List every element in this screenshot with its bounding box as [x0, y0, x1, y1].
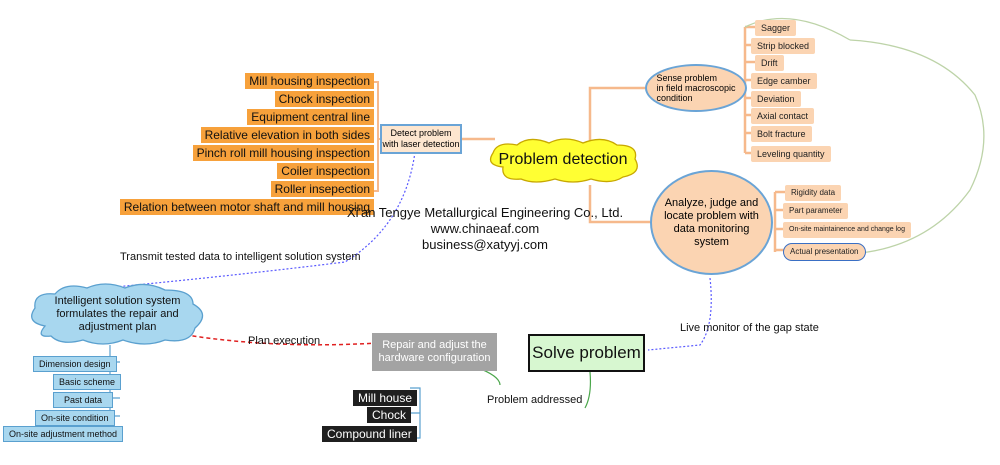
edge-label-transmit: Transmit tested data to intelligent solu…: [120, 251, 361, 263]
intelligent-cloud-shape: [31, 283, 204, 345]
detect-item[interactable]: Pinch roll mill housing inspection: [192, 145, 374, 161]
detect-item[interactable]: Relation between motor shaft and mill ho…: [119, 199, 374, 215]
sense-node-label: Sense problem in field macroscopic condi…: [656, 73, 736, 103]
analyze-item-rigidity[interactable]: Rigidity data: [785, 185, 842, 201]
sense-item-axial-contact[interactable]: Axial contact: [751, 108, 815, 124]
company-email[interactable]: business@xatyyj.com: [422, 237, 548, 252]
sense-item-deviation[interactable]: Deviation: [751, 91, 801, 107]
company-info: Xi'an Tengye Metallurgical Engineering C…: [320, 205, 650, 253]
intelligent-item-dimension-design[interactable]: Dimension design: [33, 356, 117, 372]
intelligent-item-onsite-condition[interactable]: On-site condition: [35, 410, 115, 426]
sense-item-strip-blocked[interactable]: Strip blocked: [751, 38, 816, 54]
detect-items: Mill housing inspection Chock inspection…: [119, 73, 374, 215]
detect-item[interactable]: Mill housing inspection: [245, 73, 374, 89]
company-website[interactable]: www.chinaeaf.com: [430, 221, 540, 236]
intelligent-item-past-data[interactable]: Past data: [53, 392, 114, 408]
detect-item[interactable]: Chock inspection: [274, 91, 374, 107]
solve-node[interactable]: Solve problem: [528, 334, 645, 372]
analyze-item-maintainence-log[interactable]: On-site maintainence and change log: [783, 222, 911, 238]
repair-node[interactable]: Repair and adjust the hardware configura…: [372, 333, 497, 371]
analyze-node-label: Analyze, judge and locate problem with d…: [664, 196, 759, 248]
sense-node[interactable]: Sense problem in field macroscopic condi…: [645, 64, 747, 112]
edge-label-live: Live monitor of the gap state: [680, 322, 819, 334]
detect-item[interactable]: Roller insepection: [270, 181, 374, 197]
intelligent-item-basic-scheme[interactable]: Basic scheme: [53, 374, 122, 390]
sense-item-drift[interactable]: Drift: [755, 55, 784, 71]
analyze-item-actual-presentation[interactable]: Actual presentation: [783, 243, 866, 261]
intelligent-item-onsite-adjustment[interactable]: On-site adjustment method: [3, 426, 124, 442]
solve-node-label: Solve problem: [532, 343, 641, 362]
repair-node-label: Repair and adjust the hardware configura…: [378, 339, 491, 364]
analyze-item-part-parameter[interactable]: Part parameter: [783, 203, 849, 219]
analyze-node[interactable]: Analyze, judge and locate problem with d…: [650, 170, 773, 275]
detect-node-label: Detect problem with laser detection: [382, 128, 460, 149]
edge-label-plan: Plan execution: [248, 335, 321, 347]
intelligent-node[interactable]: Intelligent solution system formulates t…: [25, 282, 210, 346]
repair-item-mill-house[interactable]: Mill house: [353, 390, 418, 406]
intelligent-node-label: Intelligent solution system formulates t…: [54, 294, 181, 333]
sense-item-bolt-fracture[interactable]: Bolt fracture: [751, 126, 812, 142]
central-topic-label: Problem detection: [498, 151, 628, 168]
detect-node[interactable]: Detect problem with laser detection: [380, 124, 462, 154]
detect-item[interactable]: Equipment central line: [247, 109, 374, 125]
detect-item[interactable]: Relative elevation in both sides: [200, 127, 374, 143]
sense-item-sagger[interactable]: Sagger: [755, 20, 797, 36]
sense-item-leveling-quantity[interactable]: Leveling quantity: [751, 146, 831, 162]
company-name: Xi'an Tengye Metallurgical Engineering C…: [346, 205, 624, 220]
detect-item[interactable]: Coiler inspection: [277, 163, 374, 179]
repair-item-chock[interactable]: Chock: [367, 407, 412, 423]
repair-item-compound-liner[interactable]: Compound liner: [322, 426, 417, 442]
edge-label-addressed: Problem addressed: [487, 394, 583, 406]
central-cloud-shape: [489, 138, 638, 183]
central-topic[interactable]: Problem detection: [483, 137, 643, 183]
sense-item-edge-camber[interactable]: Edge camber: [751, 73, 817, 89]
